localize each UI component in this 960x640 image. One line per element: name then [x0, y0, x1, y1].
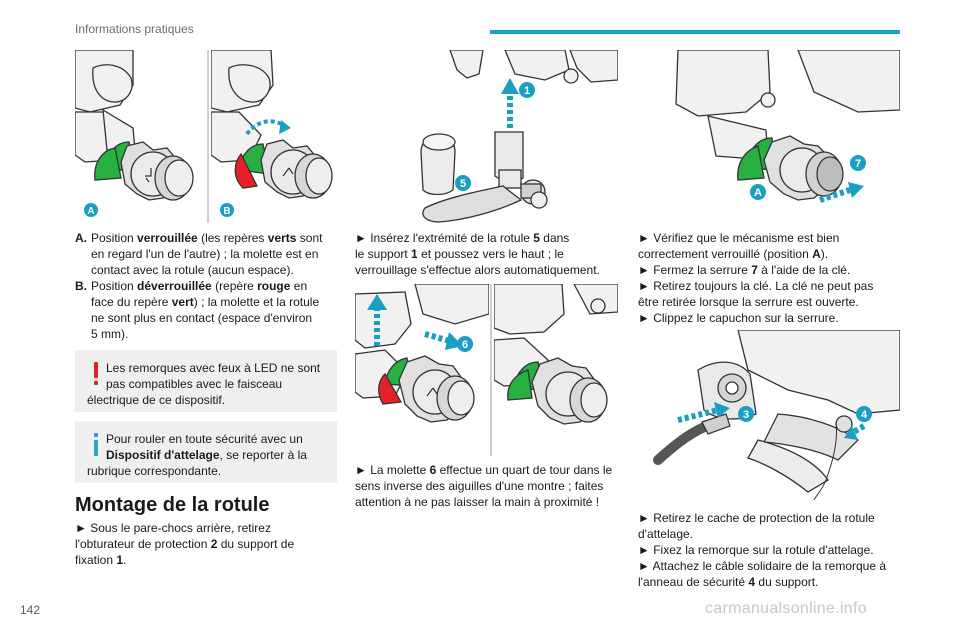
legend-a-text: Position: [91, 231, 138, 245]
legend-b-line: 5 mm).: [91, 327, 129, 341]
step-line: ► Retirez toujours la clé. La clé ne peu…: [638, 279, 874, 293]
info-text-line: rubrique correspondante.: [87, 464, 222, 478]
figure-unlocked-position: B: [211, 50, 338, 223]
step-text: le support: [355, 247, 412, 261]
marker-b-label: B: [223, 206, 230, 217]
figure-divider: [490, 284, 492, 456]
warning-text-line: Les remorques avec feux à LED ne sont: [106, 361, 321, 375]
figure-wheel-locked: [494, 284, 618, 456]
legend-a-line: en regard l'un de l'autre) ; la molette …: [91, 247, 319, 261]
legend-item-a: A. Position verrouillée (les repères ver…: [75, 230, 337, 278]
legend-b-text: ) ; la molette et la rotule: [193, 295, 320, 309]
running-header: Informations pratiques: [75, 22, 194, 36]
legend-a-line: contact avec la rotule (aucun espace).: [91, 263, 294, 277]
step-text: fixation: [75, 553, 117, 567]
legend-b-line: ne sont plus en contact (espace d'enviro…: [91, 311, 313, 325]
figure-locked-position: A: [75, 50, 206, 223]
step-line: attention à ne pas laisser la main à pro…: [355, 495, 600, 509]
marker-3-label: 3: [743, 409, 749, 421]
legend-b-text: face du repère: [91, 295, 172, 309]
header-accent-bar: [490, 30, 900, 34]
step-line: verrouillage s'effectue alors automatiqu…: [355, 263, 600, 277]
legend-b-text: Position: [91, 279, 138, 293]
step-text: du support de: [217, 537, 295, 551]
marker-a-label: A: [87, 206, 94, 217]
step-bold: 6: [429, 463, 437, 477]
legend-b-text: (repère: [211, 279, 258, 293]
middle-steps-wheel: ► La molette 6 effectue un quart de tour…: [355, 462, 625, 510]
legend-letter-a: A.: [75, 231, 87, 245]
legend-item-b: B. Position déverrouillée (repère rouge …: [75, 278, 337, 342]
info-note: Pour rouler en toute sécurité avec un Di…: [75, 421, 337, 483]
step-text: l'obturateur de protection: [75, 537, 211, 551]
figure-insert-ball: 1 5: [355, 50, 618, 223]
step-bold: 1: [116, 553, 124, 567]
step-line: ► Sous le pare-chocs arrière, retirez: [75, 521, 271, 535]
step-bold: 1: [411, 247, 418, 261]
step-line: ► Vérifiez que le mécanisme est bien: [638, 231, 840, 245]
marker-5-label: 5: [460, 178, 466, 190]
section-title: Montage de la rotule: [75, 494, 270, 516]
step-text: à l'aide de la clé.: [757, 263, 851, 277]
step-line: ► Retirez le cache de protection de la r…: [638, 511, 875, 525]
info-text-line: Pour rouler en toute sécurité avec un: [106, 432, 303, 446]
warning-icon: [94, 362, 98, 385]
step-text: du support.: [755, 575, 819, 589]
middle-steps-insert: ► Insérez l'extrémité de la rotule 5 dan…: [355, 230, 625, 278]
info-text-bold: Dispositif d'attelage: [106, 448, 220, 462]
info-text: , se reporter à la: [219, 448, 307, 462]
step-line: ► Clippez le capuchon sur la serrure.: [638, 311, 839, 325]
step-text: ► Fermez la serrure: [638, 263, 752, 277]
legend-a-bold: verrouillée: [137, 231, 198, 245]
figure-lock-key: 7 A: [638, 50, 900, 210]
legend-block: A. Position verrouillée (les repères ver…: [75, 230, 337, 342]
figure-divider: [207, 50, 209, 223]
step-bold: 7: [751, 263, 758, 277]
step-text: et poussez vers le haut ; le: [417, 247, 564, 261]
step-line: sens inverse des aiguilles d'une montre …: [355, 479, 604, 493]
marker-7-label: 7: [855, 158, 861, 170]
step-bold: A: [812, 247, 821, 261]
step-bold: 5: [533, 231, 540, 245]
legend-letter-b: B.: [75, 279, 87, 293]
warning-text-line: pas compatibles avec le faisceau: [106, 377, 283, 391]
step-text: correctement verrouillé (position: [638, 247, 813, 261]
warning-note: Les remorques avec feux à LED ne sont pa…: [75, 350, 337, 412]
step-line: d'attelage.: [638, 527, 694, 541]
step-text: .: [123, 553, 127, 567]
watermark: carmanualsonline.info: [705, 600, 867, 617]
right-steps-trailer: ► Retirez le cache de protection de la r…: [638, 510, 903, 590]
legend-b-text: en: [290, 279, 308, 293]
legend-b-bold: vert: [171, 295, 194, 309]
info-icon: [94, 433, 98, 456]
step-line: ► Attachez le câble solidaire de la remo…: [638, 559, 887, 573]
marker-4-label: 4: [861, 409, 868, 421]
step-text: effectue un quart de tour dans le: [436, 463, 613, 477]
step-line: être retirée lorsque la serrure est ouve…: [638, 295, 859, 309]
figure-trailer-cable: 3 4: [638, 330, 900, 500]
left-steps: ► Sous le pare-chocs arrière, retirez l'…: [75, 520, 337, 568]
right-steps-lock: ► Vérifiez que le mécanisme est bien cor…: [638, 230, 903, 326]
step-text: ► Insérez l'extrémité de la rotule: [355, 231, 534, 245]
step-bold: 4: [748, 575, 756, 589]
legend-a-text: (les repères: [197, 231, 268, 245]
step-text: ).: [820, 247, 829, 261]
warning-text-line: électrique de ce dispositif.: [87, 393, 226, 407]
figure-wheel-rotation: 6: [355, 284, 489, 456]
step-line: ► Fixez la remorque sur la rotule d'atte…: [638, 543, 874, 557]
step-text: ► La molette: [355, 463, 430, 477]
step-bold: 2: [210, 537, 218, 551]
step-text: l'anneau de sécurité: [638, 575, 749, 589]
page-number: 142: [20, 603, 41, 617]
legend-a-bold: verts: [267, 231, 297, 245]
legend-b-bold: déverrouillée: [137, 279, 212, 293]
marker-a2-label: A: [754, 187, 762, 199]
legend-a-text: sont: [296, 231, 323, 245]
step-text: dans: [539, 231, 570, 245]
marker-1-label: 1: [524, 85, 530, 97]
marker-6-label: 6: [462, 339, 468, 351]
legend-b-bold: rouge: [257, 279, 291, 293]
